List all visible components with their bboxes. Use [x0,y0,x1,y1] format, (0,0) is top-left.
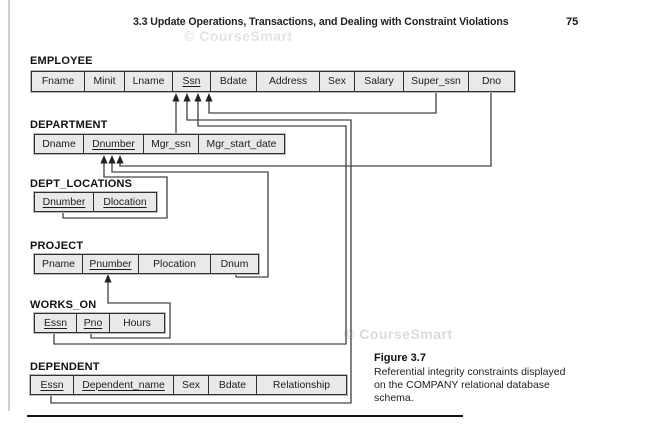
attribute-text: Bdate [218,379,247,391]
attribute-works_on-pno: Pno [76,314,109,332]
attribute-employee-bdate: Bdate [210,72,256,91]
table-label-dependent: DEPENDENT [30,361,100,373]
attribute-employee-salary: Salary [354,72,403,91]
attribute-department-mgr_start_date: Mgr_start_date [198,135,284,153]
relation-table-dept_locations: Dnumber Dlocation [34,192,157,212]
fk-arrow-essn-to-ssn [53,100,347,345]
fk-arrow-dnumber-to-dnumber-head [100,155,108,164]
attribute-text: Sex [182,379,200,391]
attribute-text: Dnumber [92,138,135,150]
attribute-works_on-essn: Essn [35,314,76,332]
attribute-works_on-hours: Hours [109,314,164,332]
attribute-department-dname: Dname [35,135,83,153]
bottom-rule [27,415,463,418]
coursesmart-watermark-top: © CourseSmart [184,28,293,44]
attribute-employee-sex: Sex [319,72,354,91]
attribute-text: Mgr_start_date [206,138,277,150]
attribute-text: Dno [481,76,502,87]
attribute-text: Address [268,76,308,87]
attribute-project-dnum: Dnum [210,255,258,273]
attribute-employee-address: Address [256,72,319,91]
figure-caption-label: Figure 3.7 [374,352,426,364]
attribute-dependent-relationship: Relationship [256,376,346,394]
attribute-department-mgr_ssn: Mgr_ssn [143,135,198,153]
fk-arrow-dnum-to-dnumber [111,161,269,278]
attribute-text: Sex [328,76,346,87]
attribute-text: Salary [364,76,394,87]
attribute-text: Dependent_name [82,379,165,391]
figure-caption-line-1: Referential integrity constraints displa… [374,366,566,378]
attribute-employee-ssn: Ssn [172,72,210,91]
relation-table-employee: Fname Minit Lname Ssn Bdate Address Sex Salary S… [31,71,515,92]
table-label-department: DEPARTMENT [30,119,108,131]
figure-caption-line-2: on the COMPANY relational database [374,379,550,392]
relation-table-dependent: Essn Dependent_name Sex Bdate Relationship [30,375,347,395]
attribute-employee-minit: Minit [84,72,124,91]
relation-table-project: Pname Pnumber Plocation Dnum [34,254,259,274]
attribute-dept_locations-dlocation: Dlocation [93,193,156,211]
attribute-text: Lname [132,76,165,87]
attribute-text: Dlocation [103,196,147,208]
attribute-text: Super_ssn [411,76,461,87]
attribute-text: Bdate [219,76,248,87]
fk-arrow-essn-to-ssn-head [183,93,191,102]
fk-arrow-dnum-to-dnumber-head [108,155,116,164]
attribute-text: Essn [43,317,68,329]
fk-arrow-super_ssn-to-ssn-head [205,93,213,102]
attribute-project-plocation: Plocation [138,255,210,273]
attribute-text: Mgr_ssn [151,138,191,150]
table-label-employee: EMPLOYEE [30,55,93,67]
attribute-text: Pname [42,258,75,270]
attribute-text: Dnumber [42,196,86,208]
figure-caption: Figure 3.7 Referential integrity constra… [374,352,624,406]
attribute-text: Relationship [272,379,331,391]
fk-arrow-super_ssn-to-ssn [208,92,437,114]
attribute-employee-dno: Dno [468,72,514,91]
fk-arrow-dno-to-dnumber-head [116,155,124,164]
attribute-text: Pnumber [89,258,132,270]
table-label-dept_locations: DEPT_LOCATIONS [30,178,133,190]
attribute-text: Dname [42,138,76,150]
attribute-dept_locations-dnumber: Dnumber [35,193,93,211]
coursesmart-watermark-middle: © CourseSmart [344,326,453,342]
attribute-text: Fname [41,76,75,87]
attribute-dependent-sex: Sex [173,376,208,394]
attribute-employee-super_ssn: Super_ssn [403,72,468,91]
fk-arrow-essn-to-ssn [50,100,352,404]
relation-table-department: Dname Dnumber Mgr_ssn Mgr_start_date [34,134,285,154]
fk-arrow-dnumber-to-dnumber [62,161,168,219]
attribute-text: Essn [40,379,64,391]
attribute-text: Hours [123,317,151,329]
fk-arrow-mgr_ssn-to-ssn-head [172,93,180,102]
attribute-text: Minit [93,76,116,87]
table-label-works_on: WORKS_ON [30,299,97,311]
attribute-dependent-essn: Essn [31,376,73,394]
relation-table-works_on: Essn Pno Hours [34,313,165,333]
attribute-dependent-dependent_name: Dependent_name [73,376,173,394]
fk-arrow-essn-to-ssn-head [194,93,202,102]
running-head-title: 3.3 Update Operations, Transactions, and… [133,16,509,28]
attribute-project-pnumber: Pnumber [82,255,138,273]
page-number: 75 [566,16,579,28]
fk-arrow-pno-to-pnumber-head [104,274,112,283]
attribute-text: Dnum [220,258,249,270]
fk-arrow-pno-to-pnumber [90,281,171,339]
attribute-project-pname: Pname [35,255,82,273]
attribute-employee-lname: Lname [124,72,172,91]
attribute-employee-fname: Fname [32,72,84,91]
table-label-project: PROJECT [30,240,84,252]
attribute-text: Plocation [153,258,196,270]
attribute-text: Ssn [182,76,201,87]
page-margin-line [8,0,10,411]
attribute-text: Pno [83,317,103,329]
attribute-dependent-bdate: Bdate [208,376,256,394]
attribute-department-dnumber: Dnumber [83,135,143,153]
figure-caption-line-3: schema. [374,392,414,405]
